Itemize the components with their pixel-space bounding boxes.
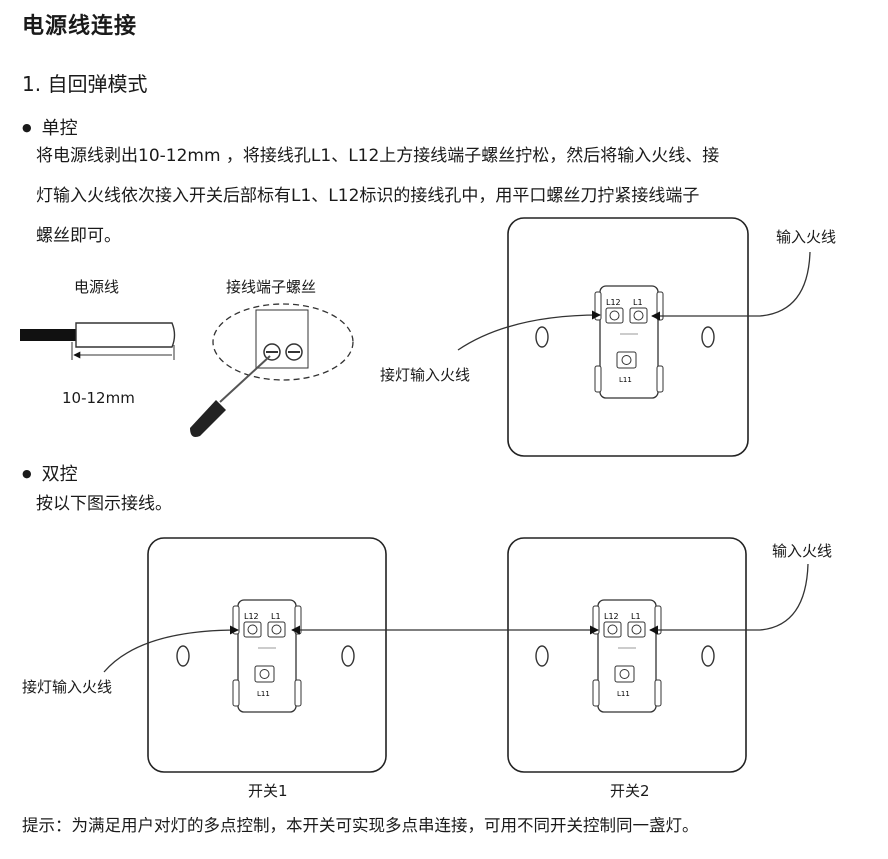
lamp-live-wire-label: 接灯输入火线: [22, 678, 113, 696]
strip-length-label: 10-12mm: [62, 389, 135, 407]
single-control-instructions: 将电源线剥出10-12mm ，将接线孔L1、L12上方接线端子螺丝拧松，然后将输…: [36, 136, 866, 256]
input-live-wire: [649, 563, 809, 635]
terminal-l1-label: L1: [271, 612, 281, 621]
terminal-l12-label: L12: [606, 298, 621, 307]
instruction-line: 灯输入火线依次接入开关后部标有L1、L12标识的接线孔中，用平口螺丝刀拧紧接线端…: [36, 186, 700, 206]
terminal-l1-label: L1: [633, 298, 643, 307]
switch-2-label: 开关2: [610, 782, 650, 800]
terminal-l11-label: L11: [617, 690, 630, 698]
terminal-l11-label: L11: [619, 376, 632, 384]
terminal-l11-label: L11: [257, 690, 270, 698]
power-cable-drawing: [20, 322, 176, 360]
instruction-line: 螺丝即可。: [36, 226, 121, 246]
lamp-live-wire: [103, 625, 239, 673]
switch-1-panel: L12 L1 L11: [147, 537, 387, 773]
input-live-wire-label: 输入火线: [772, 542, 833, 560]
switch-1-label: 开关1: [248, 782, 288, 800]
tip-note: 提示：为满足用户对灯的多点控制，本开关可实现多点串连接，可用不同开关控制同一盏灯…: [22, 816, 699, 835]
terminal-l12-label: L12: [604, 612, 619, 621]
power-cable-label: 电源线: [74, 278, 120, 296]
single-switch-panel: L12 L1 L11: [507, 217, 749, 457]
input-live-wire: [651, 251, 811, 321]
double-control-instructions: 按以下图示接线。: [36, 494, 172, 514]
page-title: 电源线连接: [22, 14, 138, 39]
single-control-heading: 单控: [22, 114, 78, 140]
terminal-l1-label: L1: [631, 612, 641, 621]
terminal-screw-label: 接线端子螺丝: [226, 278, 317, 296]
input-live-wire-label: 输入火线: [776, 228, 837, 246]
section-heading: 1. 自回弹模式: [22, 72, 148, 96]
lamp-live-wire-label: 接灯输入火线: [380, 366, 471, 384]
instruction-line: 将电源线剥出10-12mm ，将接线孔L1、L12上方接线端子螺丝拧松，然后将输…: [36, 146, 720, 166]
terminal-screw-drawing: [190, 303, 354, 437]
lamp-live-wire: [457, 310, 601, 351]
switch-2-panel: L12 L1 L11: [507, 537, 747, 773]
terminal-l12-label: L12: [244, 612, 259, 621]
double-control-heading: 双控: [22, 460, 78, 486]
